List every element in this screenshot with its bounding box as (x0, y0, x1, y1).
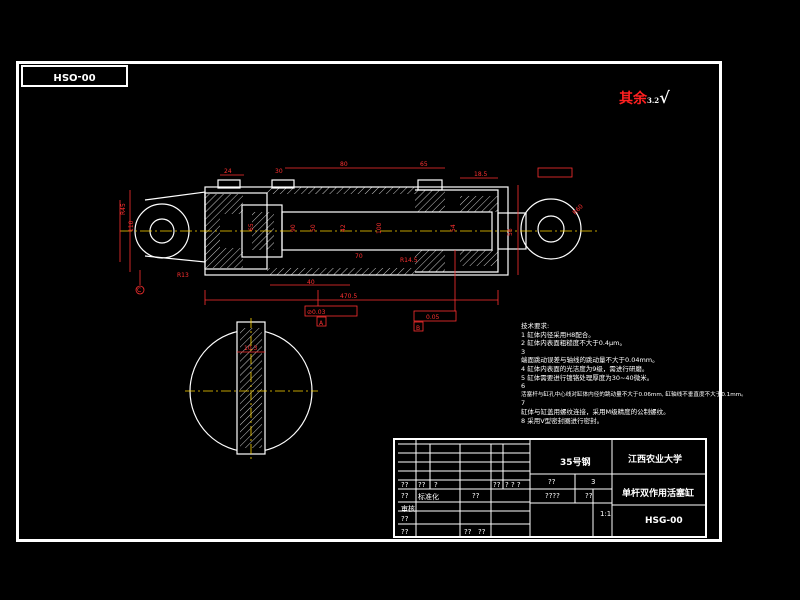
end-view-hatch (240, 328, 262, 448)
title-block (393, 438, 707, 538)
dim-50: 50 (310, 224, 317, 232)
section-dimension-labels: 110 R45 80 65 18.5 24 30 470.5 40 R13 56… (120, 161, 585, 332)
dim-40: 40 (307, 279, 315, 286)
dim-100: 100 (376, 222, 383, 234)
title-drawing-name: 单杆双作用活塞缸 (622, 489, 695, 499)
tech-note-8: 活塞杆与缸孔中心线对缸体内径的跳动量不大于0.06mm, 缸轴线不垂直度不大于0… (521, 391, 747, 398)
tech-note-3: 3 (521, 347, 526, 356)
tech-note-11: 8 采用V型密封圈进行密封。 (521, 416, 604, 425)
title-cell-q7: ?? (401, 492, 409, 500)
dim-42: 42 (340, 224, 347, 232)
drawing-border (16, 61, 722, 542)
dim-30: 30 (275, 168, 283, 175)
tech-note-10: 缸体与缸盖用螺纹连接，采用M级精度的公制螺纹。 (521, 407, 670, 416)
dim-r14: R14.5 (400, 257, 418, 264)
dim-470-5: 470.5 (340, 293, 357, 300)
dim-65-b: 65 (248, 223, 255, 231)
title-cell-q15: ?? (585, 492, 593, 500)
title-quantity: 3 (591, 478, 596, 486)
tech-note-4: 端面跳动误差与轴线的跳动量不大于0.04mm。 (521, 356, 659, 365)
tech-notes-title: 技术要求: (521, 322, 550, 330)
dim-80: 80 (340, 161, 348, 168)
hatched-regions (205, 187, 498, 275)
title-cell-q3: ?? (418, 481, 426, 489)
dim-18-5: 18.5 (474, 171, 488, 178)
title-cell-q11: ?? (401, 528, 409, 536)
section-view: 110 R45 80 65 18.5 24 30 470.5 40 R13 56… (119, 161, 600, 332)
dim-r60: R60 (571, 203, 584, 216)
surface-finish-label: 其余 (619, 91, 647, 107)
dim-10-3: 10.3 (244, 345, 258, 352)
tech-note-6: 5 缸体需要进行镀铬处理厚度为30~40微米。 (521, 373, 654, 382)
datum-a: A (319, 320, 324, 327)
title-cell-q10: ?? (401, 515, 409, 523)
dim-24: 24 (224, 168, 232, 175)
dim-65: 65 (420, 161, 428, 168)
title-cell-q12: 审核 (401, 505, 415, 513)
title-cell-q6: ? ? ? (505, 481, 521, 489)
title-scale: 1:1 (600, 510, 612, 518)
title-material: 35号钢 (560, 458, 591, 468)
title-cell-q8: 标准化 (418, 493, 439, 501)
datum-c: C (137, 287, 141, 294)
tech-note-1: 1 缸体内径采用H8配合。 (521, 330, 595, 339)
tech-note-2: 2 缸体内表面粗糙度不大于0.4μm。 (521, 339, 627, 348)
end-view: 10.3 (185, 318, 318, 460)
surface-finish-value: 3.2 (647, 96, 660, 105)
rod-end-pin-hole (537, 215, 565, 243)
title-cell-q4: ? (434, 481, 438, 489)
tech-note-9: 7 (521, 399, 526, 408)
dim-70: 70 (355, 253, 363, 260)
tech-note-7: 6 (521, 382, 526, 391)
tolerance-2: 0.05 (426, 314, 440, 321)
title-cell-q9: ?? (472, 492, 480, 500)
tolerance-1: ⊘0.03 (307, 309, 326, 316)
dim-90: 90 (290, 224, 297, 232)
title-cell-q1: ?? (548, 478, 556, 486)
datum-b: B (416, 325, 420, 332)
title-cell-q2: ?? (401, 481, 409, 489)
title-cell-q14: ?? (478, 528, 486, 536)
title-cell-q16: ???? (545, 492, 560, 500)
dim-56: 56 (507, 228, 514, 236)
section-dimensions (119, 167, 573, 332)
rear-clevis-outline (144, 191, 206, 263)
rear-oil-port (217, 179, 241, 189)
dim-r13: R13 (177, 272, 189, 279)
title-school: 江西农业大学 (628, 455, 683, 465)
technical-requirements: 技术要求: 1 缸体内径采用H8配合。 2 缸体内表面粗糙度不大于0.4μm。 … (521, 322, 747, 425)
oil-port-boss (417, 179, 443, 191)
title-drawing-number: HSG-00 (645, 516, 683, 526)
dim-110: 110 (128, 220, 135, 232)
dim-r45: R45 (120, 203, 127, 215)
dim-54: 54 (450, 224, 457, 232)
surface-finish-note: 其余3.2√ (619, 88, 670, 107)
title-cell-q13: ?? (464, 528, 472, 536)
title-cell-q5: ?? (493, 481, 501, 489)
tech-note-5: 4 缸体内表面的光洁度为9级，需进行研磨。 (521, 364, 649, 373)
rod-end-eye (520, 198, 582, 260)
title-block-grid (398, 440, 705, 536)
